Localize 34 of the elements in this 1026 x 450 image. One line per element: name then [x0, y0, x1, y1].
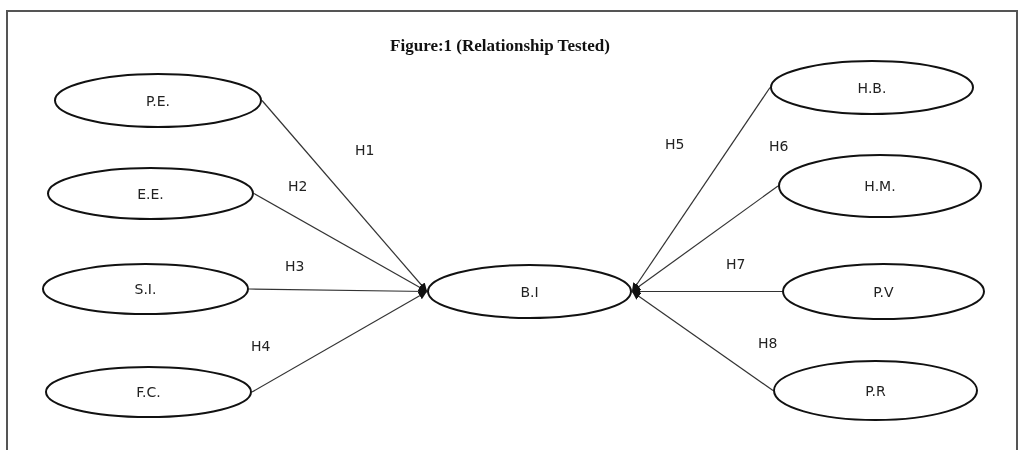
construct-ellipse	[778, 154, 982, 218]
construct-label: F.C.	[135, 384, 162, 400]
construct-ellipse	[45, 366, 252, 418]
construct-ellipse	[54, 73, 262, 128]
arrow	[631, 86, 771, 293]
construct-ellipse	[47, 167, 254, 220]
edge-label: H1	[354, 142, 376, 158]
figure-title: Figure:1 (Relationship Tested)	[389, 36, 611, 56]
construct-label: S.I.	[133, 281, 158, 297]
construct-ellipse	[770, 60, 974, 115]
edge-label: H6	[768, 138, 790, 154]
construct-label: E.E.	[136, 185, 165, 202]
edge-label: H3	[284, 258, 306, 274]
arrow	[251, 290, 428, 393]
edge-label: H2	[287, 178, 309, 194]
edge-label: H5	[664, 136, 686, 152]
construct-ellipse	[427, 264, 632, 319]
construct-label: H.B.	[856, 79, 888, 96]
construct-label: P.E.	[145, 92, 171, 109]
construct-label: B.I	[519, 283, 540, 300]
construct-label: H.M.	[863, 178, 897, 194]
construct-ellipse	[773, 360, 978, 421]
construct-ellipse	[42, 263, 249, 315]
construct-ellipse	[782, 263, 985, 320]
edge-label: H7	[725, 256, 747, 272]
arrow	[631, 185, 779, 293]
arrow	[261, 99, 428, 293]
arrow	[631, 290, 774, 392]
construct-label: P.R	[864, 382, 887, 399]
construct-label: P.V	[872, 283, 895, 300]
arrow	[253, 192, 428, 293]
edge-label: H8	[757, 335, 779, 351]
edge-label: H4	[250, 338, 272, 354]
arrow	[631, 287, 783, 296]
